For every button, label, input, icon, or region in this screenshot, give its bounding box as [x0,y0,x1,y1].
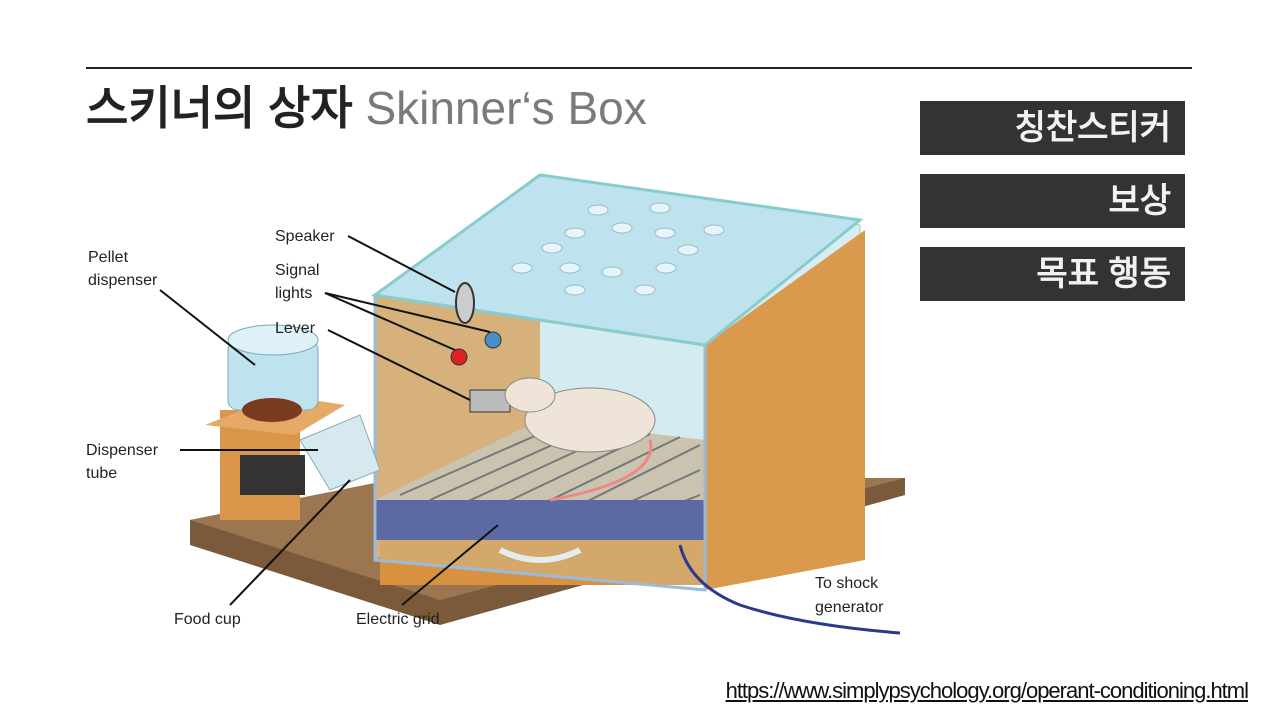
tag-target-behavior: 목표 행동 [920,247,1185,301]
label-speaker: Speaker [275,228,335,245]
drawer-handle [498,547,582,563]
right-wall [705,230,865,590]
label-tube-1: Dispenser [86,442,159,459]
label-pellet-1: Pellet [88,249,129,266]
signal-light-red [450,348,468,366]
title-english: Skinner‘s Box [365,82,647,134]
grid-strip [375,500,705,540]
lever [469,389,511,413]
shock-cable [678,544,901,635]
tag-reward: 보상 [920,174,1185,228]
tag-praise-sticker: 칭찬스티커 [920,101,1185,155]
source-link[interactable]: https://www.simplypsychology.org/operant… [725,678,1249,703]
label-electric-grid: Electric grid [356,611,440,628]
label-signal-lights-2: lights [275,285,312,302]
label-tube-2: tube [86,465,117,482]
title-korean: 스키너의 상자 [86,82,353,134]
label-pellet-2: dispenser [88,272,158,289]
label-shock-1: To shock [815,575,879,592]
rat [524,387,656,453]
dispenser-tube [299,414,381,491]
label-food-cup: Food cup [174,611,241,628]
label-lever: Lever [275,320,316,337]
skinner-box-diagram: Speaker Signal lights Lever Pellet dispe… [86,173,905,635]
title-rule [86,67,1192,69]
speaker-icon [455,282,475,324]
label-shock-2: generator [815,599,884,616]
label-signal-lights-1: Signal [275,262,319,279]
slide-title: 스키너의 상자 Skinner‘s Box [86,72,647,138]
signal-light-blue [484,331,502,349]
glass-lid [371,173,864,347]
